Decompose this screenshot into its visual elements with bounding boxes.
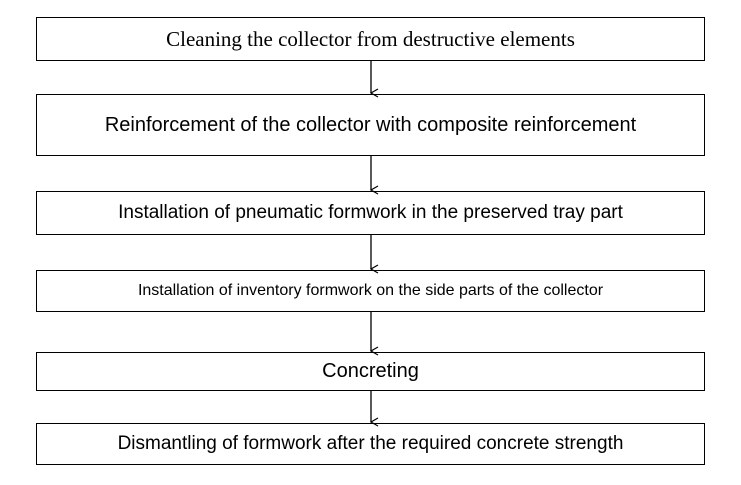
step-label: Installation of pneumatic formwork in th… xyxy=(118,202,623,223)
step-label: Concreting xyxy=(322,360,419,382)
step-dismantling: Dismantling of formwork after the requir… xyxy=(36,423,705,465)
step-label: Installation of inventory formwork on th… xyxy=(137,282,604,299)
step-label: Cleaning the collector from destructive … xyxy=(166,26,575,51)
step-label: Dismantling of formwork after the requir… xyxy=(117,433,624,454)
step-concreting: Concreting xyxy=(36,352,705,391)
step-label: Reinforcement of the collector with comp… xyxy=(104,113,637,136)
step-cleaning: Cleaning the collector from destructive … xyxy=(36,17,705,61)
step-reinforcement: Reinforcement of the collector with comp… xyxy=(36,94,705,156)
step-inventory-formwork: Installation of inventory formwork on th… xyxy=(36,270,705,312)
